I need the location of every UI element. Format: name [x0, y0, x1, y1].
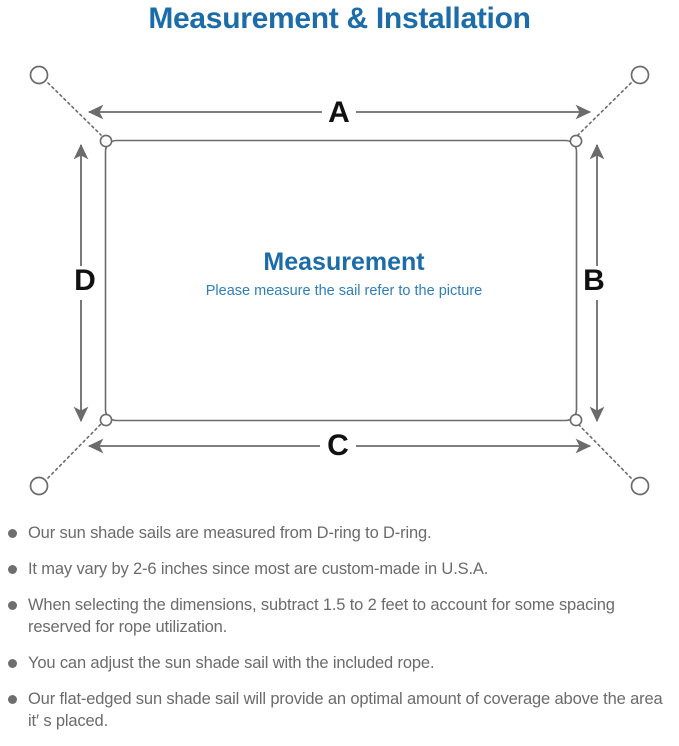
list-item: You can adjust the sun shade sail with t…	[0, 652, 679, 674]
diagram-center-heading: Measurement	[263, 248, 425, 276]
bullet-icon	[8, 565, 17, 574]
note-text: You can adjust the sun shade sail with t…	[28, 654, 435, 672]
list-item: When selecting the dimensions, subtract …	[0, 594, 679, 638]
diagram-center-subheading: Please measure the sail refer to the pic…	[206, 283, 482, 299]
anchor-circle-icon-top-left	[29, 65, 49, 85]
dimension-label-c: C	[327, 429, 349, 462]
d-ring-icon-top-right	[569, 134, 583, 148]
note-text: When selecting the dimensions, subtract …	[28, 596, 615, 636]
dimension-label-d: D	[74, 264, 96, 297]
anchor-points	[29, 65, 650, 496]
anchor-circle-icon-bottom-left	[29, 476, 49, 496]
page-title: Measurement & Installation	[148, 2, 531, 35]
rope-bottom-right	[577, 423, 636, 483]
list-item: Our sun shade sails are measured from D-…	[0, 522, 679, 544]
note-text: Our flat-edged sun shade sail will provi…	[28, 690, 663, 730]
d-rings	[99, 134, 583, 427]
note-text: It may vary by 2-6 inches since most are…	[28, 560, 489, 578]
note-text: Our sun shade sails are measured from D-…	[28, 524, 432, 542]
rope-lines	[43, 78, 636, 483]
sail-body	[104, 139, 578, 422]
anchor-circle-icon-bottom-right	[630, 476, 650, 496]
list-item: Our flat-edged sun shade sail will provi…	[0, 688, 679, 732]
d-ring-icon-bottom-right	[569, 413, 583, 427]
list-item: It may vary by 2-6 inches since most are…	[0, 558, 679, 580]
dimension-arrows	[73, 104, 605, 454]
bullet-icon	[8, 695, 17, 704]
measurement-diagram: A B C D Measurement Please measure the s…	[0, 50, 679, 510]
bullet-icon	[8, 601, 17, 610]
rope-bottom-left	[43, 423, 102, 483]
rope-top-right	[577, 78, 636, 136]
anchor-circle-icon-top-right	[630, 65, 650, 85]
dimension-label-a: A	[328, 96, 350, 129]
d-ring-icon-bottom-left	[99, 413, 113, 427]
notes-list: Our sun shade sails are measured from D-…	[0, 522, 679, 746]
bullet-icon	[8, 529, 17, 538]
d-ring-icon-top-left	[99, 134, 113, 148]
rope-top-left	[43, 78, 102, 136]
dimension-label-b: B	[583, 264, 605, 297]
bullet-icon	[8, 659, 17, 668]
